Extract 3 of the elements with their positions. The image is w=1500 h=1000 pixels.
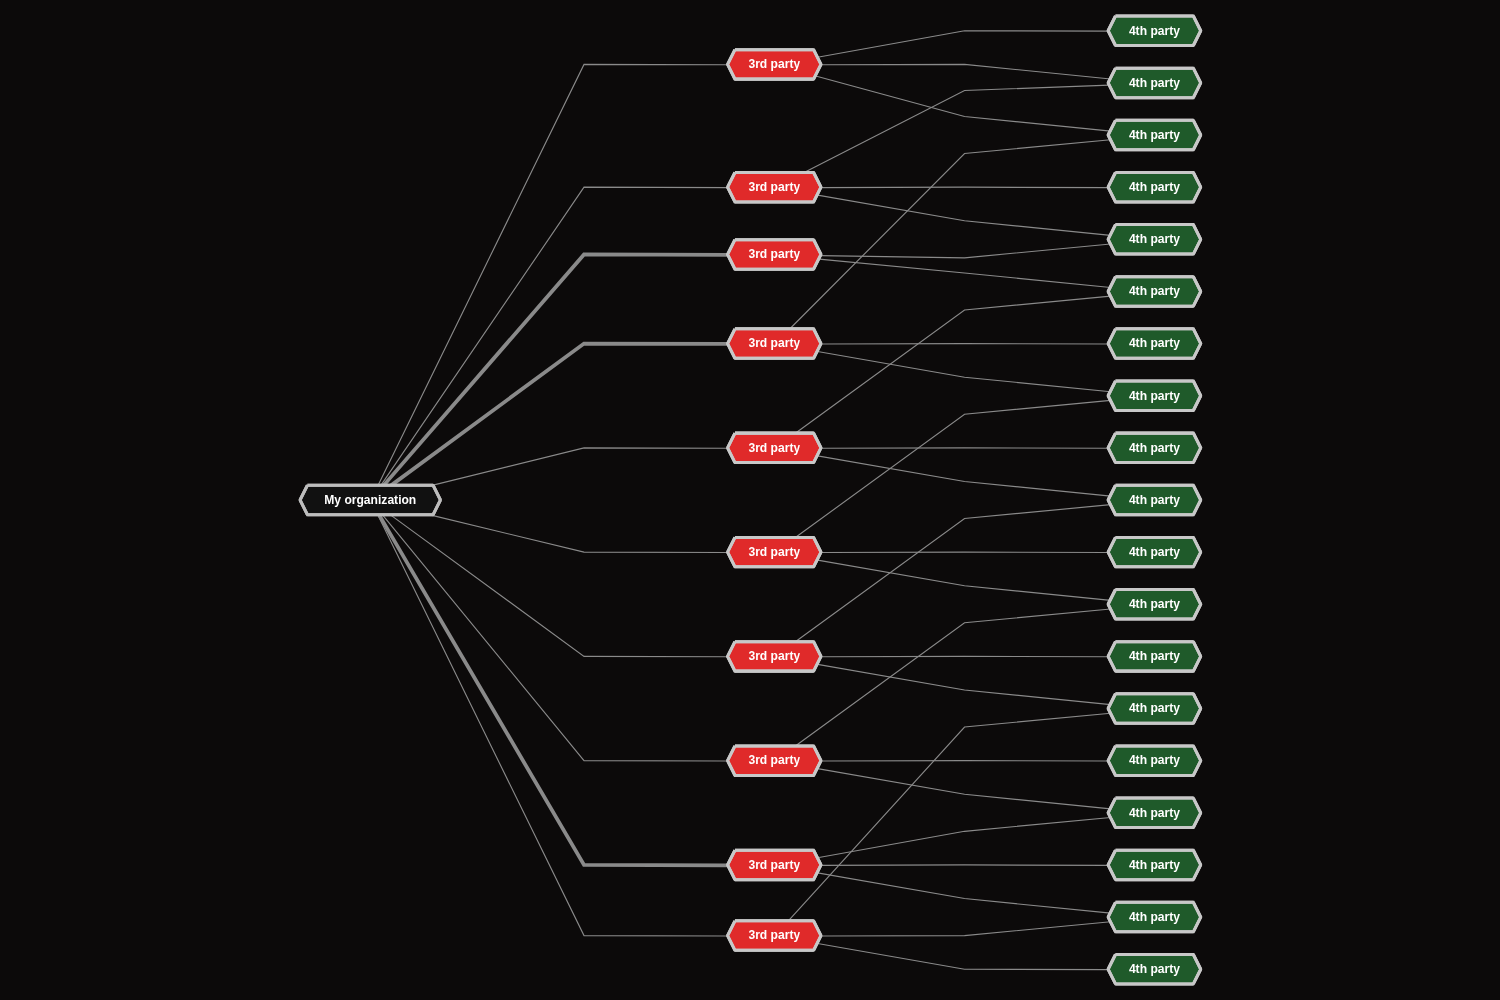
connector — [389, 341, 728, 488]
connector — [381, 252, 728, 487]
connector — [377, 514, 728, 868]
